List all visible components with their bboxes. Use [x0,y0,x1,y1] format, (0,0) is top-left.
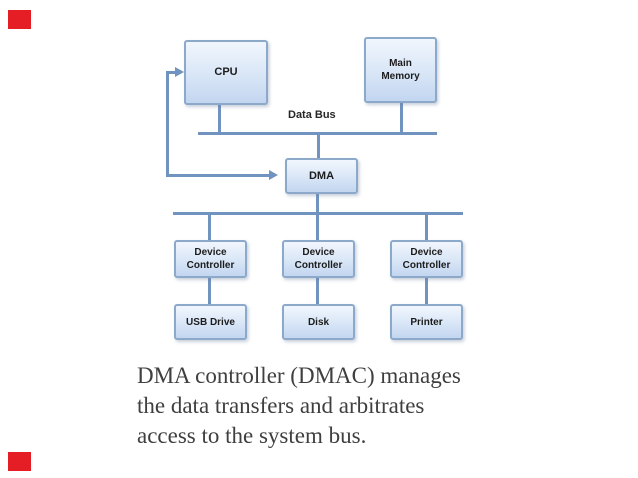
node-main-memory-label: Main Memory [381,58,420,82]
connector-systembus-dc1 [208,215,211,240]
node-printer-label: Printer [410,316,443,328]
node-device-controller-2: Device Controller [282,240,355,278]
connector-dc1-usb [208,278,211,304]
node-device-controller-1: Device Controller [174,240,247,278]
node-device-controller-3: Device Controller [390,240,463,278]
node-cpu: CPU [184,40,268,105]
node-usb-drive: USB Drive [174,304,247,340]
red-accent-top-left [8,10,31,29]
caption: DMA controller (DMAC) manages the data t… [137,361,461,451]
caption-line-1: DMA controller (DMAC) manages [137,363,461,388]
connector-dc3-printer [425,278,428,304]
connector-memory-databus [400,103,403,132]
node-usb-drive-label: USB Drive [186,316,235,328]
node-device-controller-1-label: Device Controller [186,247,235,271]
node-main-memory: Main Memory [364,37,437,103]
data-bus-label: Data Bus [288,109,336,121]
control-path-to-dma [166,174,270,177]
connector-dc2-disk [316,278,319,304]
node-disk-label: Disk [307,316,330,328]
node-printer: Printer [390,304,463,340]
caption-line-3: access to the system bus. [137,423,367,448]
node-cpu-label: CPU [214,66,238,78]
arrowhead-into-cpu-icon [175,67,184,77]
connector-databus-dma [317,135,320,158]
connector-dma-systembus-dc2 [316,194,319,240]
data-bus-line [198,132,437,135]
node-disk: Disk [282,304,355,340]
caption-line-2: the data transfers and arbitrates [137,393,425,418]
node-device-controller-3-label: Device Controller [402,247,451,271]
arrowhead-into-dma-icon [269,170,278,180]
connector-cpu-databus [218,105,221,132]
connector-systembus-dc3 [425,215,428,240]
control-path-vertical [166,71,169,177]
node-device-controller-2-label: Device Controller [294,247,343,271]
control-path-to-cpu [166,71,176,74]
red-accent-bottom-left [8,452,31,471]
node-dma-label: DMA [308,169,335,182]
node-dma: DMA [285,158,358,194]
